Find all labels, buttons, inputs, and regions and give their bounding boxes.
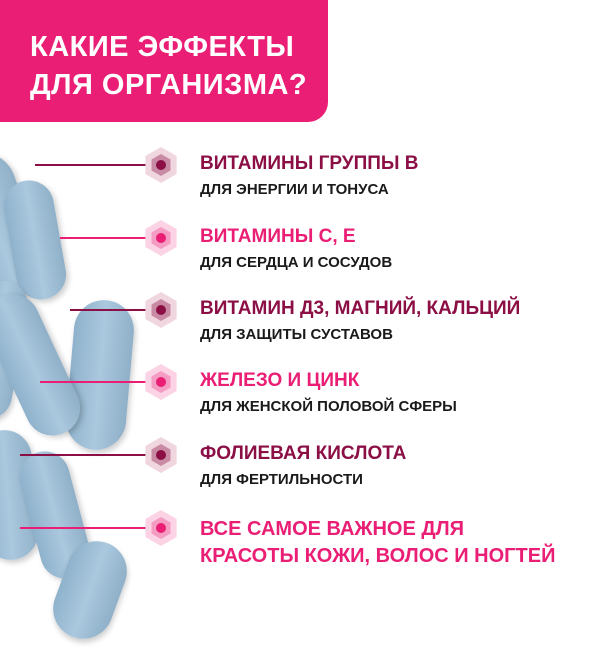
hexagon-bullet-icon — [145, 364, 177, 400]
connector-line — [20, 454, 150, 456]
benefit-title-line1: ВСЕ САМОЕ ВАЖНОЕ ДЛЯ — [200, 518, 465, 540]
header-title-line2: ДЛЯ ОРГАНИЗМА? — [30, 69, 308, 101]
connector-line — [35, 164, 150, 166]
benefit-item: ВИТАМИН Д3, МАГНИЙ, КАЛЬЦИЙ ДЛЯ ЗАЩИТЫ С… — [0, 292, 600, 370]
benefit-item: ВИТАМИНЫ ГРУППЫ В ДЛЯ ЭНЕРГИИ И ТОНУСА — [0, 147, 600, 225]
connector-line — [70, 309, 150, 311]
connector-line — [20, 527, 150, 529]
benefit-subtitle: ДЛЯ ЭНЕРГИИ И ТОНУСА — [200, 181, 389, 198]
benefit-item: ЖЕЛЕЗО И ЦИНК ДЛЯ ЖЕНСКОЙ ПОЛОВОЙ СФЕРЫ — [0, 364, 600, 442]
benefit-item: ФОЛИЕВАЯ КИСЛОТА ДЛЯ ФЕРТИЛЬНОСТИ — [0, 437, 600, 515]
benefit-subtitle: ДЛЯ ЗАЩИТЫ СУСТАВОВ — [200, 326, 393, 343]
header-title-line1: КАКИЕ ЭФФЕКТЫ — [30, 31, 295, 63]
benefit-subtitle: ДЛЯ СЕРДЦА И СОСУДОВ — [200, 254, 393, 271]
hexagon-bullet-icon — [145, 510, 177, 546]
hexagon-bullet-icon — [145, 147, 177, 183]
benefit-title: ВИТАМИНЫ ГРУППЫ В — [200, 153, 419, 174]
hexagon-bullet-icon — [145, 292, 177, 328]
connector-line — [60, 237, 150, 239]
hexagon-bullet-icon — [145, 220, 177, 256]
benefit-subtitle: ДЛЯ ФЕРТИЛЬНОСТИ — [200, 471, 363, 488]
benefit-title: ВИТАМИНЫ С, Е — [200, 226, 356, 247]
benefit-item: ВСЕ САМОЕ ВАЖНОЕ ДЛЯ КРАСОТЫ КОЖИ, ВОЛОС … — [0, 510, 600, 588]
benefit-item: ВИТАМИНЫ С, Е ДЛЯ СЕРДЦА И СОСУДОВ — [0, 220, 600, 298]
benefit-title: ЖЕЛЕЗО И ЦИНК — [200, 370, 360, 391]
header-banner: КАКИЕ ЭФФЕКТЫ ДЛЯ ОРГАНИЗМА? — [0, 0, 328, 122]
benefit-title-line2: КРАСОТЫ КОЖИ, ВОЛОС И НОГТЕЙ — [200, 545, 556, 567]
connector-line — [40, 381, 150, 383]
benefit-title: ФОЛИЕВАЯ КИСЛОТА — [200, 443, 407, 464]
benefit-title: ВИТАМИН Д3, МАГНИЙ, КАЛЬЦИЙ — [200, 298, 521, 319]
hexagon-bullet-icon — [145, 437, 177, 473]
benefit-subtitle: ДЛЯ ЖЕНСКОЙ ПОЛОВОЙ СФЕРЫ — [200, 398, 457, 415]
